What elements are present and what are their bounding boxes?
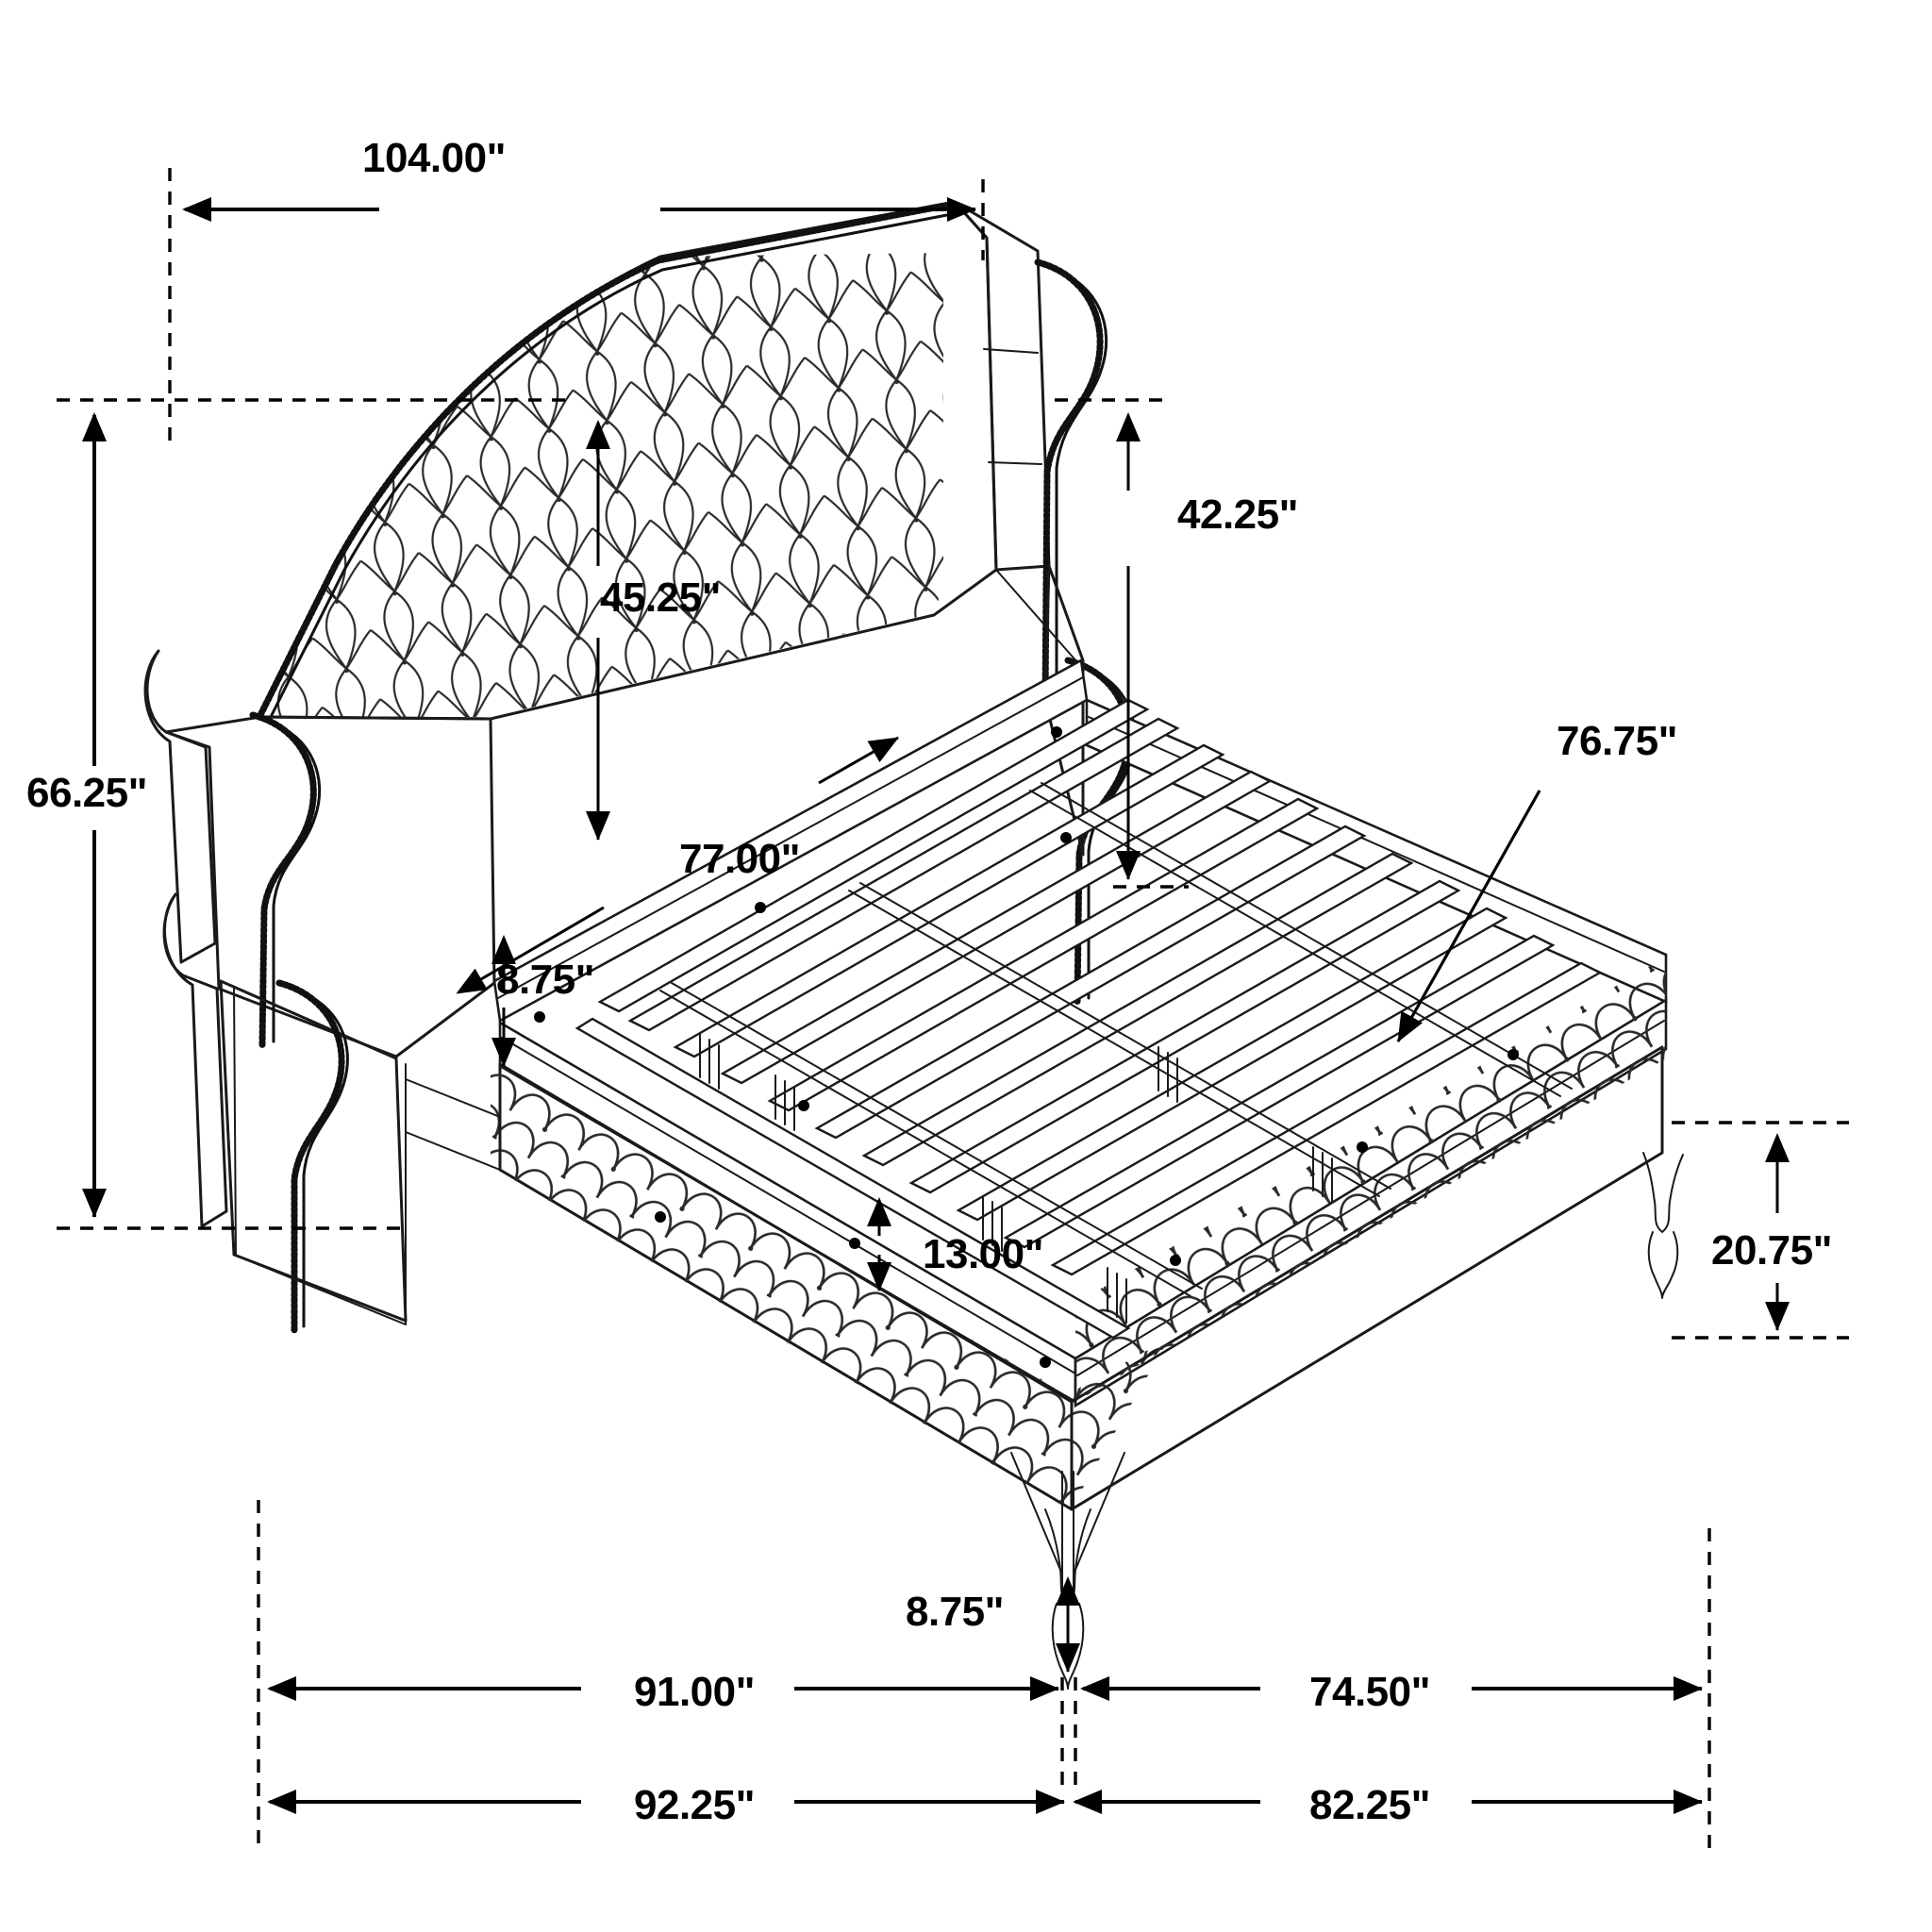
stringer xyxy=(1041,782,1573,1090)
headboard-wing-seam-1 xyxy=(983,348,1039,354)
right-scroll-arm-piping xyxy=(1034,258,1104,702)
stringer xyxy=(1029,790,1561,1097)
headboard-wing-seam-2 xyxy=(988,461,1042,465)
left-scroll-arm-inner xyxy=(268,721,322,1043)
headboard-wing-bottom-edge xyxy=(995,569,1078,663)
dim-label-foot-height: 20.75" xyxy=(1711,1227,1832,1274)
stringer xyxy=(659,990,1191,1297)
dim-label-side-rail: 76.75" xyxy=(1557,718,1677,764)
slat-stringers xyxy=(659,782,1573,1297)
right-foot-leg xyxy=(1642,1152,1684,1299)
dim-label-leg-clearance: 8.75" xyxy=(906,1589,1004,1635)
slat-support-legs xyxy=(699,1033,1333,1324)
left-lower-scroll-piping xyxy=(275,979,345,1334)
dim-label-rail-to-deck: 8.75" xyxy=(496,957,594,1003)
dim-label-base-left-b: 92.25" xyxy=(634,1782,755,1828)
left-lower-scroll-inner xyxy=(294,989,349,1328)
dimline-77-left xyxy=(456,906,605,994)
dim-label-wing-height: 42.25" xyxy=(1177,491,1298,538)
dim-label-panel-height: 45.25" xyxy=(600,575,721,621)
headboard-left-lower-arm xyxy=(162,892,228,1228)
left-rail-band xyxy=(405,1078,501,1171)
headboard-left-arm-panel xyxy=(164,715,496,1058)
leader-7675 xyxy=(1396,790,1541,1042)
stringer xyxy=(848,890,1380,1197)
headboard-right-side-panel xyxy=(1043,564,1085,857)
dim-label-inner-width: 77.00" xyxy=(679,836,800,882)
head-rail-highlight xyxy=(497,676,1084,999)
stringer xyxy=(859,882,1391,1190)
dimline-77-right xyxy=(818,736,899,785)
headboard-top-piping xyxy=(257,200,958,719)
dim-label-overall-height: 66.25" xyxy=(26,770,147,816)
frame-bolt-dots xyxy=(534,726,1519,1368)
dim-label-overall-width: 104.00" xyxy=(362,135,506,181)
dim-label-base-right-a: 74.50" xyxy=(1309,1669,1430,1715)
stringer xyxy=(671,982,1203,1290)
slat-deck xyxy=(534,698,1603,1368)
dim-label-base-left-a: 91.00" xyxy=(634,1669,755,1715)
dimension-annotations: 104.00" 66.25" 45.25" 42.25" 77.00" xyxy=(26,135,1849,1849)
headboard-wing-crease xyxy=(986,237,997,571)
slat xyxy=(597,698,1150,1013)
left-scroll-arm-piping xyxy=(249,711,317,1049)
dim-label-slat-clearance: 13.00" xyxy=(923,1231,1043,1277)
left-panel-bottom xyxy=(233,1254,407,1325)
center-support-rail xyxy=(575,1017,1131,1340)
headboard-left-arm-outer xyxy=(143,649,217,964)
right-scroll-arm-inner xyxy=(1053,268,1108,696)
left-side-rail-highlight xyxy=(501,1037,1076,1374)
headboard-top-piping-inner xyxy=(268,211,958,721)
dim-label-base-right-b: 82.25" xyxy=(1309,1782,1430,1828)
left-panel-crease xyxy=(233,986,237,1256)
